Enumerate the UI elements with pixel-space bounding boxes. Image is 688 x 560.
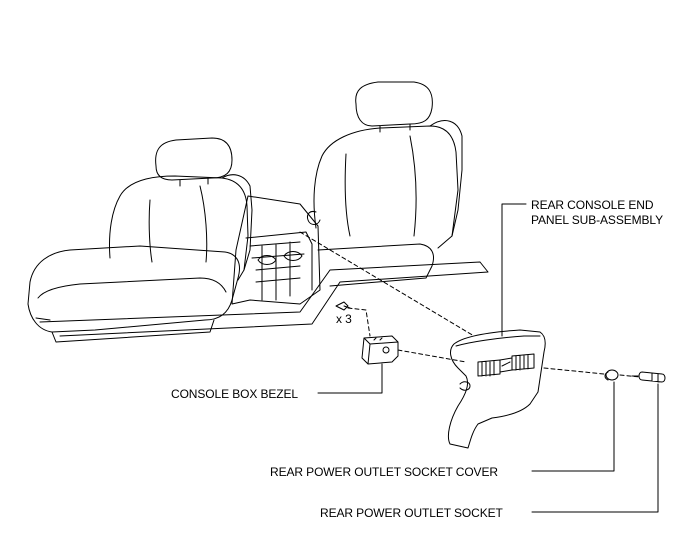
screw-to-bezel-line: [347, 307, 371, 337]
left-seatback: [109, 175, 249, 281]
leader-lines: [317, 203, 659, 513]
socket-cover-part: [604, 369, 619, 381]
left-cushion-edge: [35, 317, 215, 343]
bezel-clips: [373, 337, 383, 341]
cover-to-panel-line: [543, 367, 605, 375]
left-headrest: [155, 137, 233, 181]
socket-cover-label: REAR POWER OUTLET SOCKET COVER: [270, 465, 498, 479]
rear-console-end-panel-part: [447, 329, 546, 449]
end-panel-display: [499, 357, 513, 373]
socket-part: [631, 371, 666, 383]
console-box-bezel-part: [361, 335, 399, 365]
screw-part: [335, 301, 351, 311]
socket-leader: [531, 383, 659, 513]
console-box-bezel-icon: [361, 335, 399, 365]
end-panel-outlet-hole: [459, 381, 471, 391]
right-seatback-side: [429, 120, 463, 237]
right-seatback: [313, 125, 459, 249]
end-panel-label-line1: REAR CONSOLE END: [531, 198, 654, 212]
screw-quantity-label: x 3: [336, 312, 352, 326]
socket-to-cover-line: [619, 374, 641, 378]
right-seat-cushion: [317, 243, 434, 287]
left-seatback-side: [221, 174, 253, 271]
right-seatback-panel: [344, 135, 417, 237]
panel-to-seat-line: [299, 231, 475, 337]
console-inner-detail: [245, 231, 313, 301]
console-cupholders: [257, 251, 303, 265]
end-panel-label-line2: PANEL SUB-ASSEMBLY: [531, 213, 664, 227]
end-panel-top-face: [455, 335, 541, 347]
screw-icon: [335, 301, 351, 311]
bezel-leader: [317, 363, 383, 394]
socket-icon: [631, 371, 666, 383]
end-panel-outline: [447, 329, 546, 449]
socket-cover-rim: [604, 371, 609, 381]
seat-center-console: [231, 195, 321, 305]
left-headrest-posts: [179, 177, 209, 187]
connection-lines: [299, 231, 641, 378]
end-panel-vents: [477, 353, 535, 377]
bezel-to-panel-line: [397, 349, 467, 363]
end-panel-leader: [501, 203, 527, 337]
socket-cover-icon: [605, 369, 619, 381]
left-cushion-seam: [37, 277, 227, 299]
left-seat-cushion: [27, 245, 240, 333]
console-box-bezel-label: CONSOLE BOX BEZEL: [171, 387, 299, 401]
seat-floor-rail: [39, 261, 489, 337]
right-headrest: [355, 81, 433, 127]
rear-seat-assembly: [27, 81, 489, 343]
bezel-hole: [382, 346, 390, 354]
left-seatback-panel: [148, 185, 208, 263]
socket-cover-leader: [531, 381, 615, 472]
right-seat-hinge: [307, 211, 321, 225]
socket-label: REAR POWER OUTLET SOCKET: [320, 506, 503, 520]
right-headrest-posts: [379, 123, 411, 133]
